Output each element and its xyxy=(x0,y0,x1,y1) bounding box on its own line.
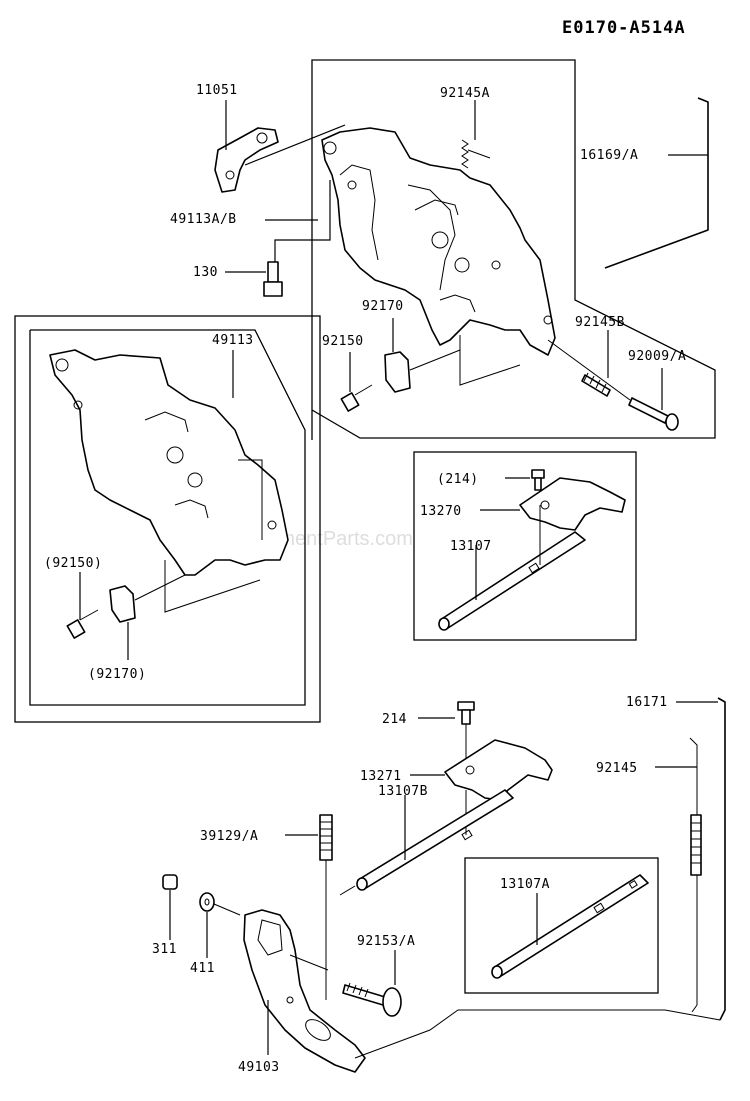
alternate-bracket-frame xyxy=(14,315,321,723)
part-16171-rod[interactable] xyxy=(717,697,726,1021)
part-16169A-rod[interactable] xyxy=(604,97,709,269)
label-92009A: 92009/A xyxy=(628,349,686,364)
label-214: 214 xyxy=(382,712,407,727)
label-311: 311 xyxy=(152,942,177,957)
label-92170: 92170 xyxy=(362,299,404,314)
part-311-nut[interactable] xyxy=(162,874,178,890)
control-bracket-assembly[interactable] xyxy=(311,59,716,440)
label-16169A: 16169/A xyxy=(580,148,638,163)
label-39129A: 39129/A xyxy=(200,829,258,844)
label-49113AB: 49113A/B xyxy=(170,212,237,227)
part-92170-alt-clip[interactable] xyxy=(109,585,136,623)
part-92150-alt-screw[interactable] xyxy=(66,609,99,639)
label-92150-alt: (92150) xyxy=(44,556,102,571)
part-130-bolt[interactable] xyxy=(263,261,283,297)
label-13107: 13107 xyxy=(450,539,492,554)
label-92145: 92145 xyxy=(596,761,638,776)
label-13271: 13271 xyxy=(360,769,402,784)
label-92145B: 92145B xyxy=(575,315,625,330)
label-92145A: 92145A xyxy=(440,86,490,101)
part-92009A-screw[interactable] xyxy=(628,397,679,431)
label-16171: 16171 xyxy=(626,695,668,710)
shaft-13107-frame xyxy=(413,451,637,641)
label-411: 411 xyxy=(190,961,215,976)
diagram-code: E0170-A514A xyxy=(562,18,686,38)
part-92153A-bolt[interactable] xyxy=(342,982,402,1017)
part-92150-screw[interactable] xyxy=(340,384,373,412)
part-11051-bracket[interactable] xyxy=(214,127,279,193)
shaft-13107A-frame xyxy=(464,857,659,994)
part-49103-lever[interactable] xyxy=(243,909,366,1073)
part-49113-bracket[interactable] xyxy=(49,349,289,613)
part-13270-plate[interactable] xyxy=(519,477,626,531)
part-411-washer[interactable] xyxy=(199,892,215,912)
label-13270: 13270 xyxy=(420,504,462,519)
label-49113: 49113 xyxy=(212,333,254,348)
label-130: 130 xyxy=(193,265,218,280)
part-92145-spring[interactable] xyxy=(689,737,702,1013)
part-13271-plate[interactable] xyxy=(444,739,553,801)
label-13107B: 13107B xyxy=(378,784,428,799)
part-13107B-shaft[interactable] xyxy=(356,789,514,891)
part-214-screw-alt[interactable] xyxy=(531,469,545,491)
label-11051: 11051 xyxy=(196,83,238,98)
label-49103: 49103 xyxy=(238,1060,280,1075)
label-92153A: 92153/A xyxy=(357,934,415,949)
label-92150: 92150 xyxy=(322,334,364,349)
part-214-screw[interactable] xyxy=(457,701,475,725)
part-92145A-spring[interactable] xyxy=(461,139,491,169)
part-39129A-spring[interactable] xyxy=(319,814,333,1000)
label-214-alt: (214) xyxy=(437,472,479,487)
label-92170-alt: (92170) xyxy=(88,667,146,682)
part-13107-shaft[interactable] xyxy=(438,531,586,631)
label-13107A: 13107A xyxy=(500,877,550,892)
part-92170-clip[interactable] xyxy=(384,351,411,393)
part-92145B-spring[interactable] xyxy=(581,372,611,397)
part-13107A-shaft[interactable] xyxy=(491,874,649,979)
